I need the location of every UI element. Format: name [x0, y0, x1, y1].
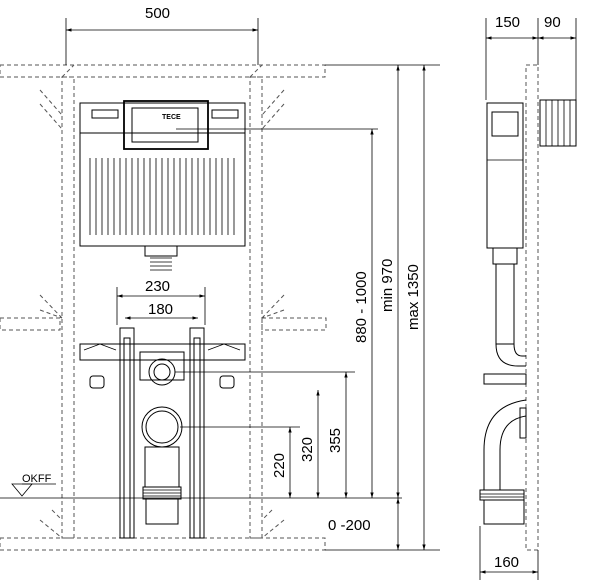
dim-width-500: 500: [145, 5, 170, 22]
dim-320: 320: [299, 437, 316, 462]
dim-min-970: min 970: [379, 259, 396, 312]
okff-label: OKFF: [22, 473, 52, 485]
dim-230: 230: [145, 278, 170, 295]
wall-frame-dashed: [0, 64, 327, 551]
dim-180: 180: [148, 301, 173, 318]
pan-connection-frame: [79, 327, 246, 539]
dim-0-200: 0 -200: [328, 517, 371, 534]
brand-logo-text: TECE: [162, 114, 181, 121]
dim-355: 355: [327, 428, 344, 453]
dim-880-1000: 880 - 1000: [353, 271, 370, 343]
side-view: 150 90 160: [479, 14, 577, 580]
dim-depth-90: 90: [544, 14, 561, 31]
dim-depth-150: 150: [495, 14, 520, 31]
dim-220: 220: [271, 453, 288, 478]
dim-max-1350: max 1350: [405, 264, 422, 330]
cistern: TECE: [79, 100, 246, 271]
dim-depth-160: 160: [494, 554, 519, 571]
front-dimensions: 500 230 180 220 320 355 880 - 1000 min 9…: [0, 5, 440, 551]
